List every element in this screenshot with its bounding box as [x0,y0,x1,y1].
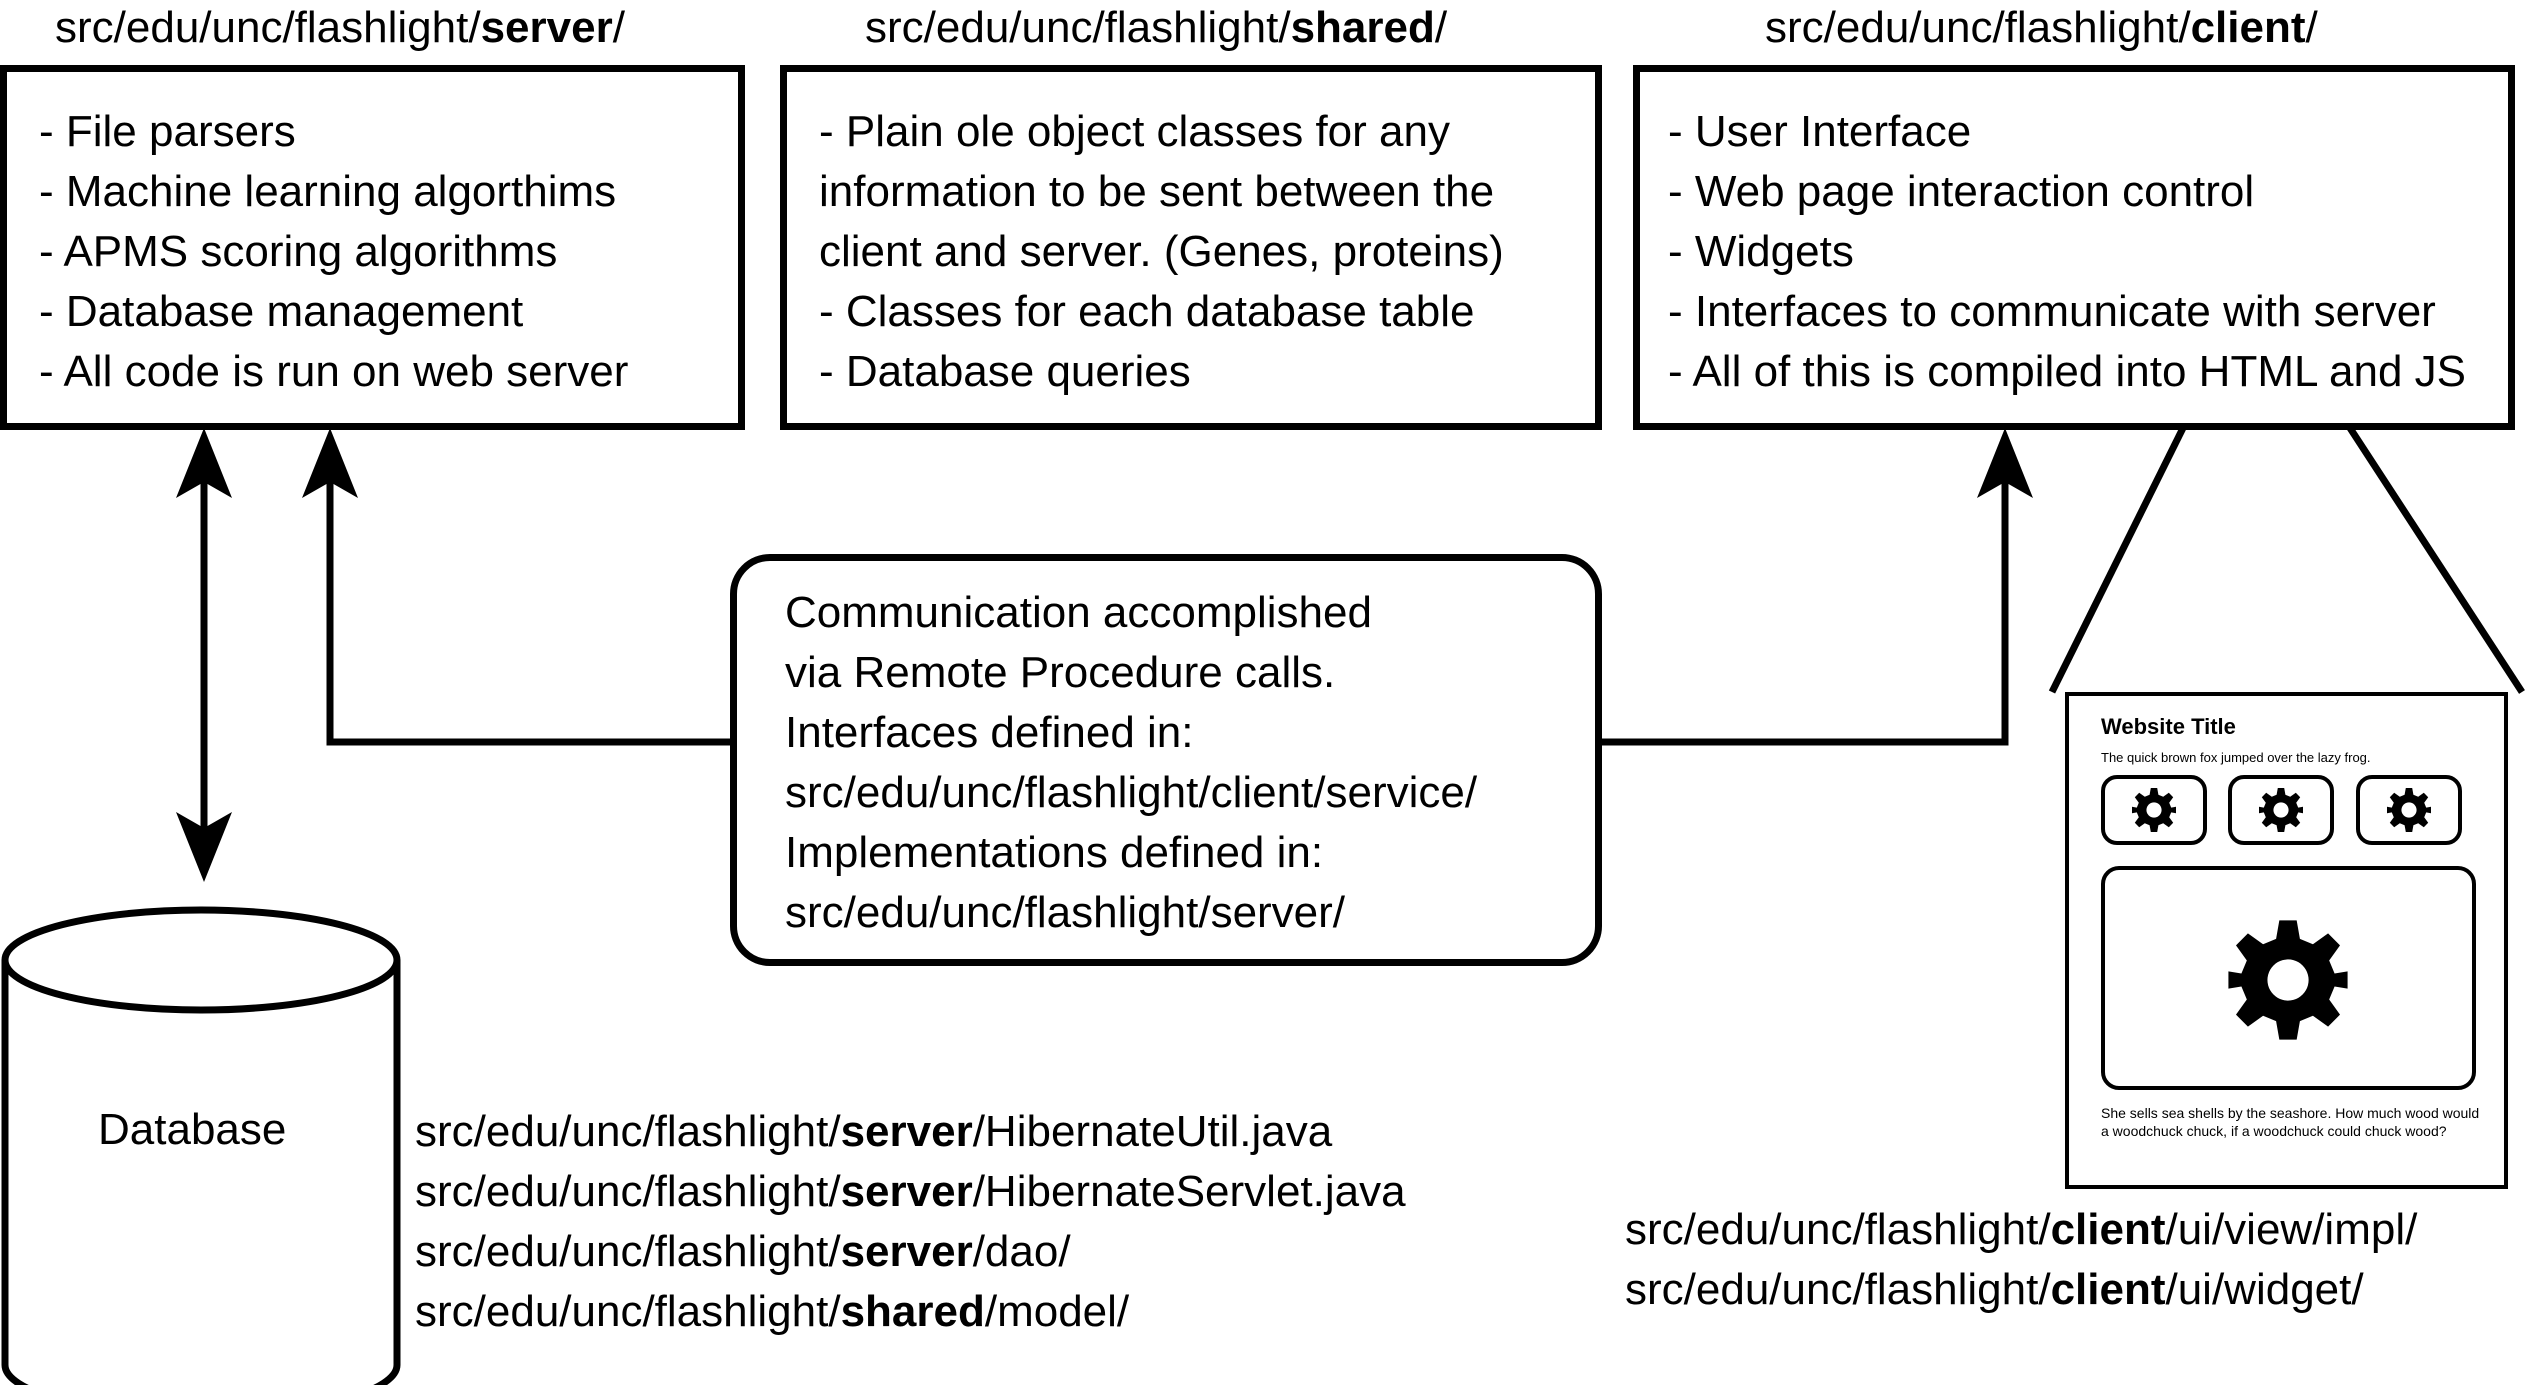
rpc-box: Communication accomplished via Remote Pr… [730,554,1602,966]
mockup-gear-button [2101,775,2207,845]
rpc-to-server-line [326,470,730,746]
rpc-to-client-line [1600,470,2009,746]
shared-item: client and server. (Genes, proteins) [819,227,1504,276]
server-box: - File parsers - Machine learning algort… [0,65,745,430]
client-item: - Widgets [1668,227,1854,276]
shared-item: - Plain ole object classes for any [819,107,1450,156]
mockup-gear-button [2356,775,2462,845]
arrowhead-up-client [1977,428,2033,498]
server-header: src/edu/unc/flashlight/server/ [55,3,625,52]
shared-item: - Database queries [819,347,1191,396]
client-path-list: src/edu/unc/flashlight/client/ui/view/im… [1625,1200,2417,1320]
mockup-main-panel [2101,866,2476,1090]
gear-icon [2228,920,2348,1040]
server-path: src/edu/unc/flashlight/shared/model/ [415,1287,1130,1336]
client-item: - User Interface [1668,107,1972,156]
server-item: - Machine learning algorthims [39,167,617,216]
server-path: src/edu/unc/flashlight/server/HibernateU… [415,1107,1333,1156]
client-header: src/edu/unc/flashlight/client/ [1765,3,2318,52]
gear-icon [2259,788,2303,832]
server-item: - APMS scoring algorithms [39,227,558,276]
rpc-line: src/edu/unc/flashlight/client/service/ [785,768,1478,817]
shared-box: - Plain ole object classes for any infor… [780,65,1602,430]
rpc-line: src/edu/unc/flashlight/server/ [785,888,1346,937]
gear-icon [2387,788,2431,832]
rpc-line: via Remote Procedure calls. [785,648,1336,697]
mockup-footer-text: She sells sea shells by the seashore. Ho… [2101,1105,2480,1139]
client-item: - Web page interaction control [1668,167,2255,216]
shared-header: src/edu/unc/flashlight/shared/ [865,3,1448,52]
arrowhead-up-server [302,428,358,498]
mockup-title: Website Title [2101,714,2236,739]
client-item: - All of this is compiled into HTML and … [1668,347,2467,396]
shared-item: information to be sent between the [819,167,1495,216]
zoom-line-right [2347,426,2525,694]
rpc-line: Communication accomplished [785,588,1372,637]
server-item: - Database management [39,287,524,336]
shared-item: - Classes for each database table [819,287,1475,336]
gear-icon [2132,788,2176,832]
client-path: src/edu/unc/flashlight/client/ui/view/im… [1625,1205,2418,1254]
mockup-gear-button [2228,775,2334,845]
mockup-subtitle: The quick brown fox jumped over the lazy… [2101,750,2371,765]
arrowhead-up-db [176,428,232,498]
client-box: - User Interface - Web page interaction … [1633,65,2515,430]
database-cylinder [1,906,401,1385]
client-item: - Interfaces to communicate with server [1668,287,2436,336]
server-item: - All code is run on web server [39,347,629,396]
arrowhead-down-db [176,812,232,882]
server-item: - File parsers [39,107,296,156]
zoom-line-left [2048,426,2187,694]
server-path-list: src/edu/unc/flashlight/server/HibernateU… [415,1102,1406,1342]
client-path: src/edu/unc/flashlight/client/ui/widget/ [1625,1265,2364,1314]
database-label: Database [98,1105,287,1154]
rpc-line: Interfaces defined in: [785,708,1194,757]
server-path: src/edu/unc/flashlight/server/HibernateS… [415,1167,1406,1216]
server-path: src/edu/unc/flashlight/server/dao/ [415,1227,1071,1276]
rpc-line: Implementations defined in: [785,828,1324,877]
website-mockup: Website Title The quick brown fox jumped… [2065,692,2508,1189]
